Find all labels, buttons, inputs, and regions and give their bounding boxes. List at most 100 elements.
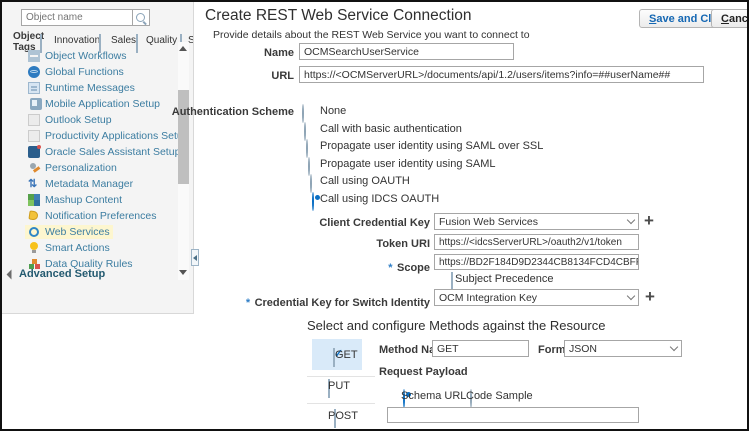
sidebar-item-web-services[interactable]: Web Services — [25, 225, 113, 239]
auth-option-label: Propagate user identity using SAML — [320, 158, 496, 170]
notification-icon — [28, 210, 40, 222]
sidebar-item-runtime-messages[interactable]: Runtime Messages — [28, 81, 135, 95]
sidebar-item-mobile-application-setup[interactable]: Mobile Application Setup — [28, 97, 160, 111]
sidebar-item-object-workflows[interactable]: Object Workflows — [28, 49, 127, 63]
method-name-input[interactable]: GET — [432, 340, 529, 357]
object-tags-label: Object Tags — [13, 31, 45, 53]
client-credential-key-label: Client Credential Key — [319, 217, 430, 229]
auth-option-label: None — [320, 105, 347, 117]
sidebar-item-smart-actions[interactable]: Smart Actions — [28, 241, 110, 255]
sidebar-item-metadata-manager[interactable]: ⇅ Metadata Manager — [28, 178, 134, 190]
request-payload-label: Request Payload — [379, 366, 468, 378]
outlook-icon — [28, 114, 40, 126]
code-sample-radio[interactable] — [470, 389, 472, 408]
auth-radio-saml[interactable] — [308, 157, 310, 176]
post-label: POST — [328, 410, 358, 422]
subject-precedence-checkbox[interactable] — [451, 272, 453, 291]
auth-radio-none[interactable] — [302, 104, 304, 123]
url-input[interactable]: https://<OCMServerURL>/documents/api/1.2… — [299, 66, 704, 83]
sidebar-item-outlook-setup[interactable]: Outlook Setup — [28, 113, 112, 127]
workflow-icon — [28, 50, 40, 62]
web-services-icon — [28, 226, 40, 238]
scroll-down-icon[interactable] — [179, 270, 187, 275]
bulb-icon — [28, 242, 40, 254]
cancel-button[interactable]: Cancel — [711, 9, 747, 28]
put-checkbox[interactable] — [328, 379, 330, 398]
collapse-left-icon — [193, 254, 197, 261]
row-divider — [307, 376, 375, 377]
scope-label: * Scope — [388, 262, 430, 274]
expand-triangle-icon — [6, 269, 17, 279]
switch-identity-key-dropdown[interactable]: OCM Integration Key — [434, 289, 639, 306]
sidebar-item-oracle-sales-assistant-setup[interactable]: Oracle Sales Assistant Setup — [28, 145, 180, 159]
scroll-up-icon[interactable] — [179, 46, 187, 51]
subject-precedence-label: Subject Precedence — [455, 273, 554, 285]
sidebar-item-data-quality-rules[interactable]: Data Quality Rules — [28, 257, 133, 271]
authentication-scheme-label: Authentication Scheme — [171, 106, 294, 118]
tag-label-partial: S — [188, 35, 193, 46]
sidebar-item-advanced-setup[interactable]: Advanced Setup — [6, 268, 105, 280]
mobile-icon — [30, 98, 42, 110]
client-credential-key-dropdown[interactable]: Fusion Web Services — [434, 213, 639, 230]
auth-radio-saml-ssl[interactable] — [306, 139, 308, 158]
chevron-down-icon — [626, 291, 636, 301]
post-checkbox[interactable] — [334, 409, 336, 428]
auth-radio-oauth[interactable] — [310, 174, 312, 193]
get-checkbox[interactable] — [333, 348, 335, 367]
auth-radio-idcs-oauth[interactable] — [312, 192, 314, 211]
tag-checkbox-innovation[interactable] — [40, 34, 42, 53]
tag-label-sales: Sales — [111, 35, 137, 46]
page-title: Create REST Web Service Connection — [205, 7, 472, 24]
add-switch-identity-key-button[interactable]: + — [645, 287, 655, 306]
row-divider — [307, 403, 375, 404]
tag-label-innovation: Innovation — [54, 35, 101, 46]
put-label: PUT — [328, 380, 350, 392]
search-icon — [135, 12, 147, 24]
search-button[interactable] — [132, 9, 150, 26]
setup-sidebar: Object Tags Innovation Sales Quality S O… — [2, 2, 194, 314]
name-input[interactable]: OCMSearchUserService — [299, 43, 514, 60]
switch-identity-key-label: * Credential Key for Switch Identity — [245, 297, 430, 309]
globe-icon — [28, 66, 40, 78]
code-sample-label: Code Sample — [466, 390, 533, 402]
tag-checkbox-sales[interactable] — [99, 34, 101, 53]
tag-label-quality: Quality — [146, 35, 178, 46]
auth-option-label: Call with basic authentication — [320, 123, 462, 135]
tag-checkbox-quality[interactable] — [136, 34, 138, 53]
search-input[interactable] — [21, 9, 139, 26]
auth-option-label: Propagate user identity using SAML over … — [320, 140, 544, 152]
panel-splitter-collapse-button[interactable] — [191, 249, 199, 266]
required-asterisk: * — [245, 297, 251, 309]
chevron-down-icon — [626, 215, 636, 225]
auth-radio-basic[interactable] — [304, 122, 306, 141]
blocks-icon — [28, 258, 40, 270]
add-client-credential-key-button[interactable]: + — [644, 211, 654, 230]
format-dropdown[interactable]: JSON — [564, 340, 682, 357]
sidebar-item-global-functions[interactable]: Global Functions — [28, 65, 124, 79]
schema-url-label: Schema URL — [401, 390, 467, 402]
person-edit-icon — [28, 162, 40, 174]
get-label: GET — [335, 349, 358, 361]
auth-option-label: Call using IDCS OAUTH — [320, 193, 440, 205]
schema-url-radio[interactable] — [403, 389, 405, 408]
chat-icon — [28, 145, 41, 158]
post-payload-input[interactable] — [387, 407, 639, 423]
page-subtitle: Provide details about the REST Web Servi… — [213, 29, 530, 41]
token-uri-label: Token URI — [376, 238, 430, 250]
sidebar-item-notification-preferences[interactable]: Notification Preferences — [28, 209, 156, 223]
sidebar-scrollbar-thumb[interactable] — [178, 90, 189, 184]
sidebar-item-personalization[interactable]: Personalization — [28, 161, 117, 175]
sidebar-item-mashup-content[interactable]: Mashup Content — [28, 193, 122, 207]
chevron-down-icon — [669, 342, 679, 352]
token-uri-input[interactable]: https://<idcsServerURL>/oauth2/v1/token — [434, 234, 639, 250]
scope-input[interactable]: https://BD2F184D9D2344CB8134FCD4CBFF7DF.… — [434, 254, 639, 270]
url-label: URL — [271, 70, 294, 82]
sort-arrows-icon: ⇅ — [28, 178, 38, 190]
sidebar-item-productivity-applications-setup[interactable]: Productivity Applications Setup — [28, 129, 189, 143]
name-label: Name — [264, 47, 294, 59]
productivity-icon — [28, 130, 40, 142]
auth-option-label: Call using OAUTH — [320, 175, 410, 187]
grid-icon — [28, 194, 40, 206]
message-icon — [28, 82, 40, 94]
